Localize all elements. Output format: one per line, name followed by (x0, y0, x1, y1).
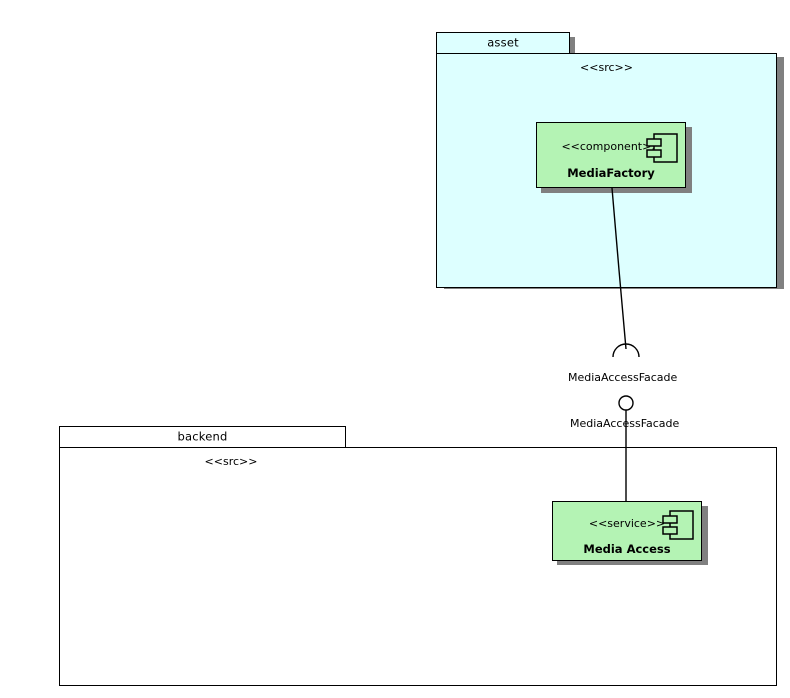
backend-package-body[interactable]: <<src>> (59, 447, 777, 686)
asset-package-name: asset (487, 35, 519, 50)
provided-interface-label: MediaAccessFacade (570, 417, 680, 430)
asset-package-tab-shadow (569, 37, 575, 58)
asset-package-body-shadow-right (777, 57, 784, 289)
backend-package-stereotype: <<src>> (204, 455, 258, 468)
component-icon (661, 508, 695, 542)
mediafactory-name: MediaFactory (567, 166, 655, 180)
required-interface-label: MediaAccessFacade (568, 371, 678, 384)
required-interface-socket-icon (612, 343, 640, 358)
component-icon (645, 131, 679, 165)
mediaaccess-shadow-right (702, 506, 708, 564)
asset-package-stereotype: <<src>> (580, 61, 633, 74)
media-access-name: Media Access (583, 542, 671, 556)
backend-package-name: backend (177, 429, 228, 444)
mediafactory-shadow-bottom (541, 188, 692, 193)
provided-interface-ball-icon (618, 395, 634, 411)
backend-package-tab[interactable]: backend (59, 426, 346, 448)
component-media-access[interactable]: <<service>> Media Access (552, 501, 702, 561)
component-mediafactory[interactable]: <<component>> MediaFactory (536, 122, 686, 188)
asset-package-tab[interactable]: asset (436, 32, 570, 54)
mediafactory-shadow-right (686, 127, 692, 193)
mediafactory-stereotype: <<component>> (561, 140, 661, 153)
media-access-stereotype: <<service>> (588, 517, 666, 530)
mediaaccess-shadow-bottom (557, 560, 708, 565)
